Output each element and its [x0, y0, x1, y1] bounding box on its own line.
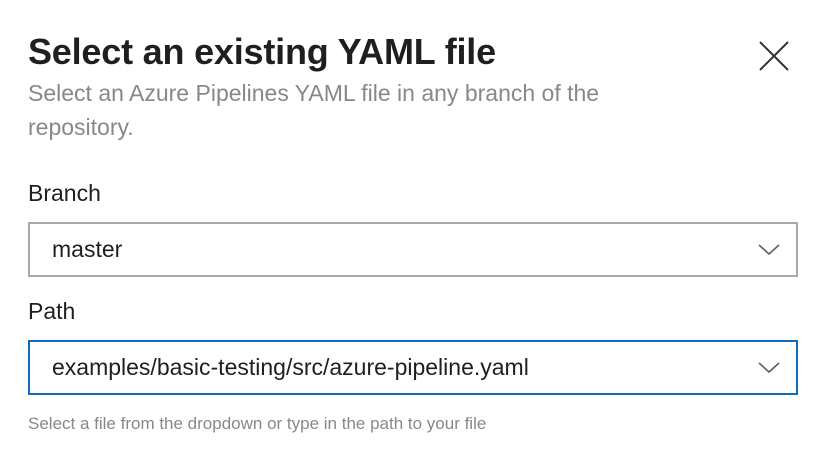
dialog-subtitle: Select an Azure Pipelines YAML file in a… — [28, 80, 600, 140]
path-dropdown[interactable]: examples/basic-testing/src/azure-pipelin… — [28, 340, 798, 395]
close-button[interactable] — [756, 38, 792, 74]
close-icon — [756, 38, 792, 74]
branch-dropdown[interactable]: master — [28, 222, 798, 277]
path-label: Path — [28, 298, 76, 324]
path-dropdown-value: examples/basic-testing/src/azure-pipelin… — [52, 354, 529, 380]
path-helper-text: Select a file from the dropdown or type … — [28, 414, 487, 433]
chevron-down-icon — [758, 358, 780, 376]
branch-label: Branch — [28, 180, 101, 206]
dialog-title: Select an existing YAML file — [28, 31, 496, 72]
chevron-down-icon — [758, 240, 780, 258]
branch-dropdown-value: master — [52, 236, 123, 262]
